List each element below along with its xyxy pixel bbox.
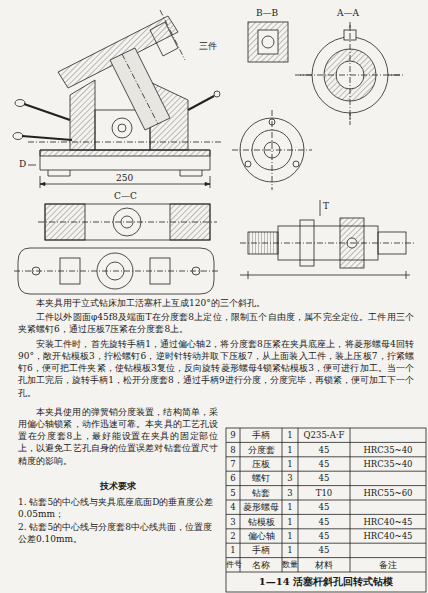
table-cell: 偏心轴	[240, 529, 282, 543]
table-cell: 4	[226, 500, 240, 514]
body-text: 本夹具使用的弹簧销分度装置，结构简单，采用偏心轴锁紧，动作迅速可靠。本夹具的工艺…	[18, 406, 218, 467]
table-cell: 螺钉	[240, 471, 282, 485]
part-note: 三件	[198, 42, 218, 51]
table-cell: 45	[298, 543, 350, 557]
table-cell: 6	[226, 471, 240, 485]
body-text: 安装工件时，首先旋转手柄1，通过偏心轴2，将分度套8压紧在夹具底座上，将菱形螺母…	[18, 338, 414, 399]
table-cell: 3	[282, 471, 298, 485]
table-cell: 1	[282, 529, 298, 543]
table-cell: HRC35~40	[350, 443, 426, 457]
table-cell: 3	[282, 486, 298, 500]
table-cell: T10	[298, 486, 350, 500]
table-cell: 1	[282, 515, 298, 529]
note-item: 1. 钻套5的中心线与夹具底座底面D的垂直度公差0.05mm；	[18, 496, 218, 520]
table-cell: 1	[226, 543, 240, 557]
table-cell: HRC40~45	[350, 515, 426, 529]
table-cell: 压板	[240, 457, 282, 471]
table-cell: HRC40~45	[350, 529, 426, 543]
table-cell: HRC35~40	[350, 457, 426, 471]
table-header: 材料	[298, 558, 350, 572]
table-cell: 手柄	[240, 428, 282, 442]
table-cell: 1	[282, 500, 298, 514]
table-header: 件号	[226, 558, 240, 572]
table-cell: 钻套	[240, 486, 282, 500]
table-cell: HRC55~60	[350, 486, 426, 500]
table-cell: 2	[226, 529, 240, 543]
table-cell: 手柄	[240, 543, 282, 557]
view-label: A—A	[336, 9, 360, 18]
table-cell: 9	[226, 428, 240, 442]
body-text: 本夹具用于立式钻床加工活塞杆上互成120°的三个斜孔。	[18, 297, 414, 309]
table-cell: 45	[298, 457, 350, 471]
table-cell: Q235-A·F	[298, 428, 350, 442]
table-header: 名称	[240, 558, 282, 572]
table-cell: 1	[282, 428, 298, 442]
table-cell: 7	[226, 457, 240, 471]
table-cell: 1	[282, 443, 298, 457]
surface-letter: T	[322, 202, 330, 211]
view-label: B—B	[255, 9, 279, 18]
table-cell: 45	[298, 515, 350, 529]
table-cell: 5	[226, 486, 240, 500]
drawing-title: 1—14 活塞杆斜孔回转式钻模	[226, 572, 426, 592]
table-header: 备注	[350, 558, 426, 572]
note-item: 2. 钻套5的中心线与分度套8中心线共面，位置度公差0.10mm。	[18, 521, 218, 545]
table-cell: 45	[298, 529, 350, 543]
table-cell: 8	[226, 443, 240, 457]
table-header: 数量	[282, 558, 298, 572]
notes-heading: 技术要求	[18, 480, 218, 492]
table-cell: 钻模板	[240, 515, 282, 529]
table-cell: 分度套	[240, 443, 282, 457]
table-cell: 3	[226, 515, 240, 529]
table-cell: 菱形螺母	[240, 500, 282, 514]
table-cell: 45	[298, 443, 350, 457]
dimension: 250	[115, 174, 134, 183]
view-label: C—C	[113, 192, 138, 201]
table-cell: 1	[282, 543, 298, 557]
table-cell: 1	[282, 457, 298, 471]
table-cell: 45	[298, 500, 350, 514]
datum-letter: D	[18, 160, 27, 169]
body-text: 工件以外圆面φ45f8及端面T在分度套8上定位，限制五个自由度，属不完全定位。工…	[18, 311, 414, 335]
table-cell: 45	[298, 471, 350, 485]
